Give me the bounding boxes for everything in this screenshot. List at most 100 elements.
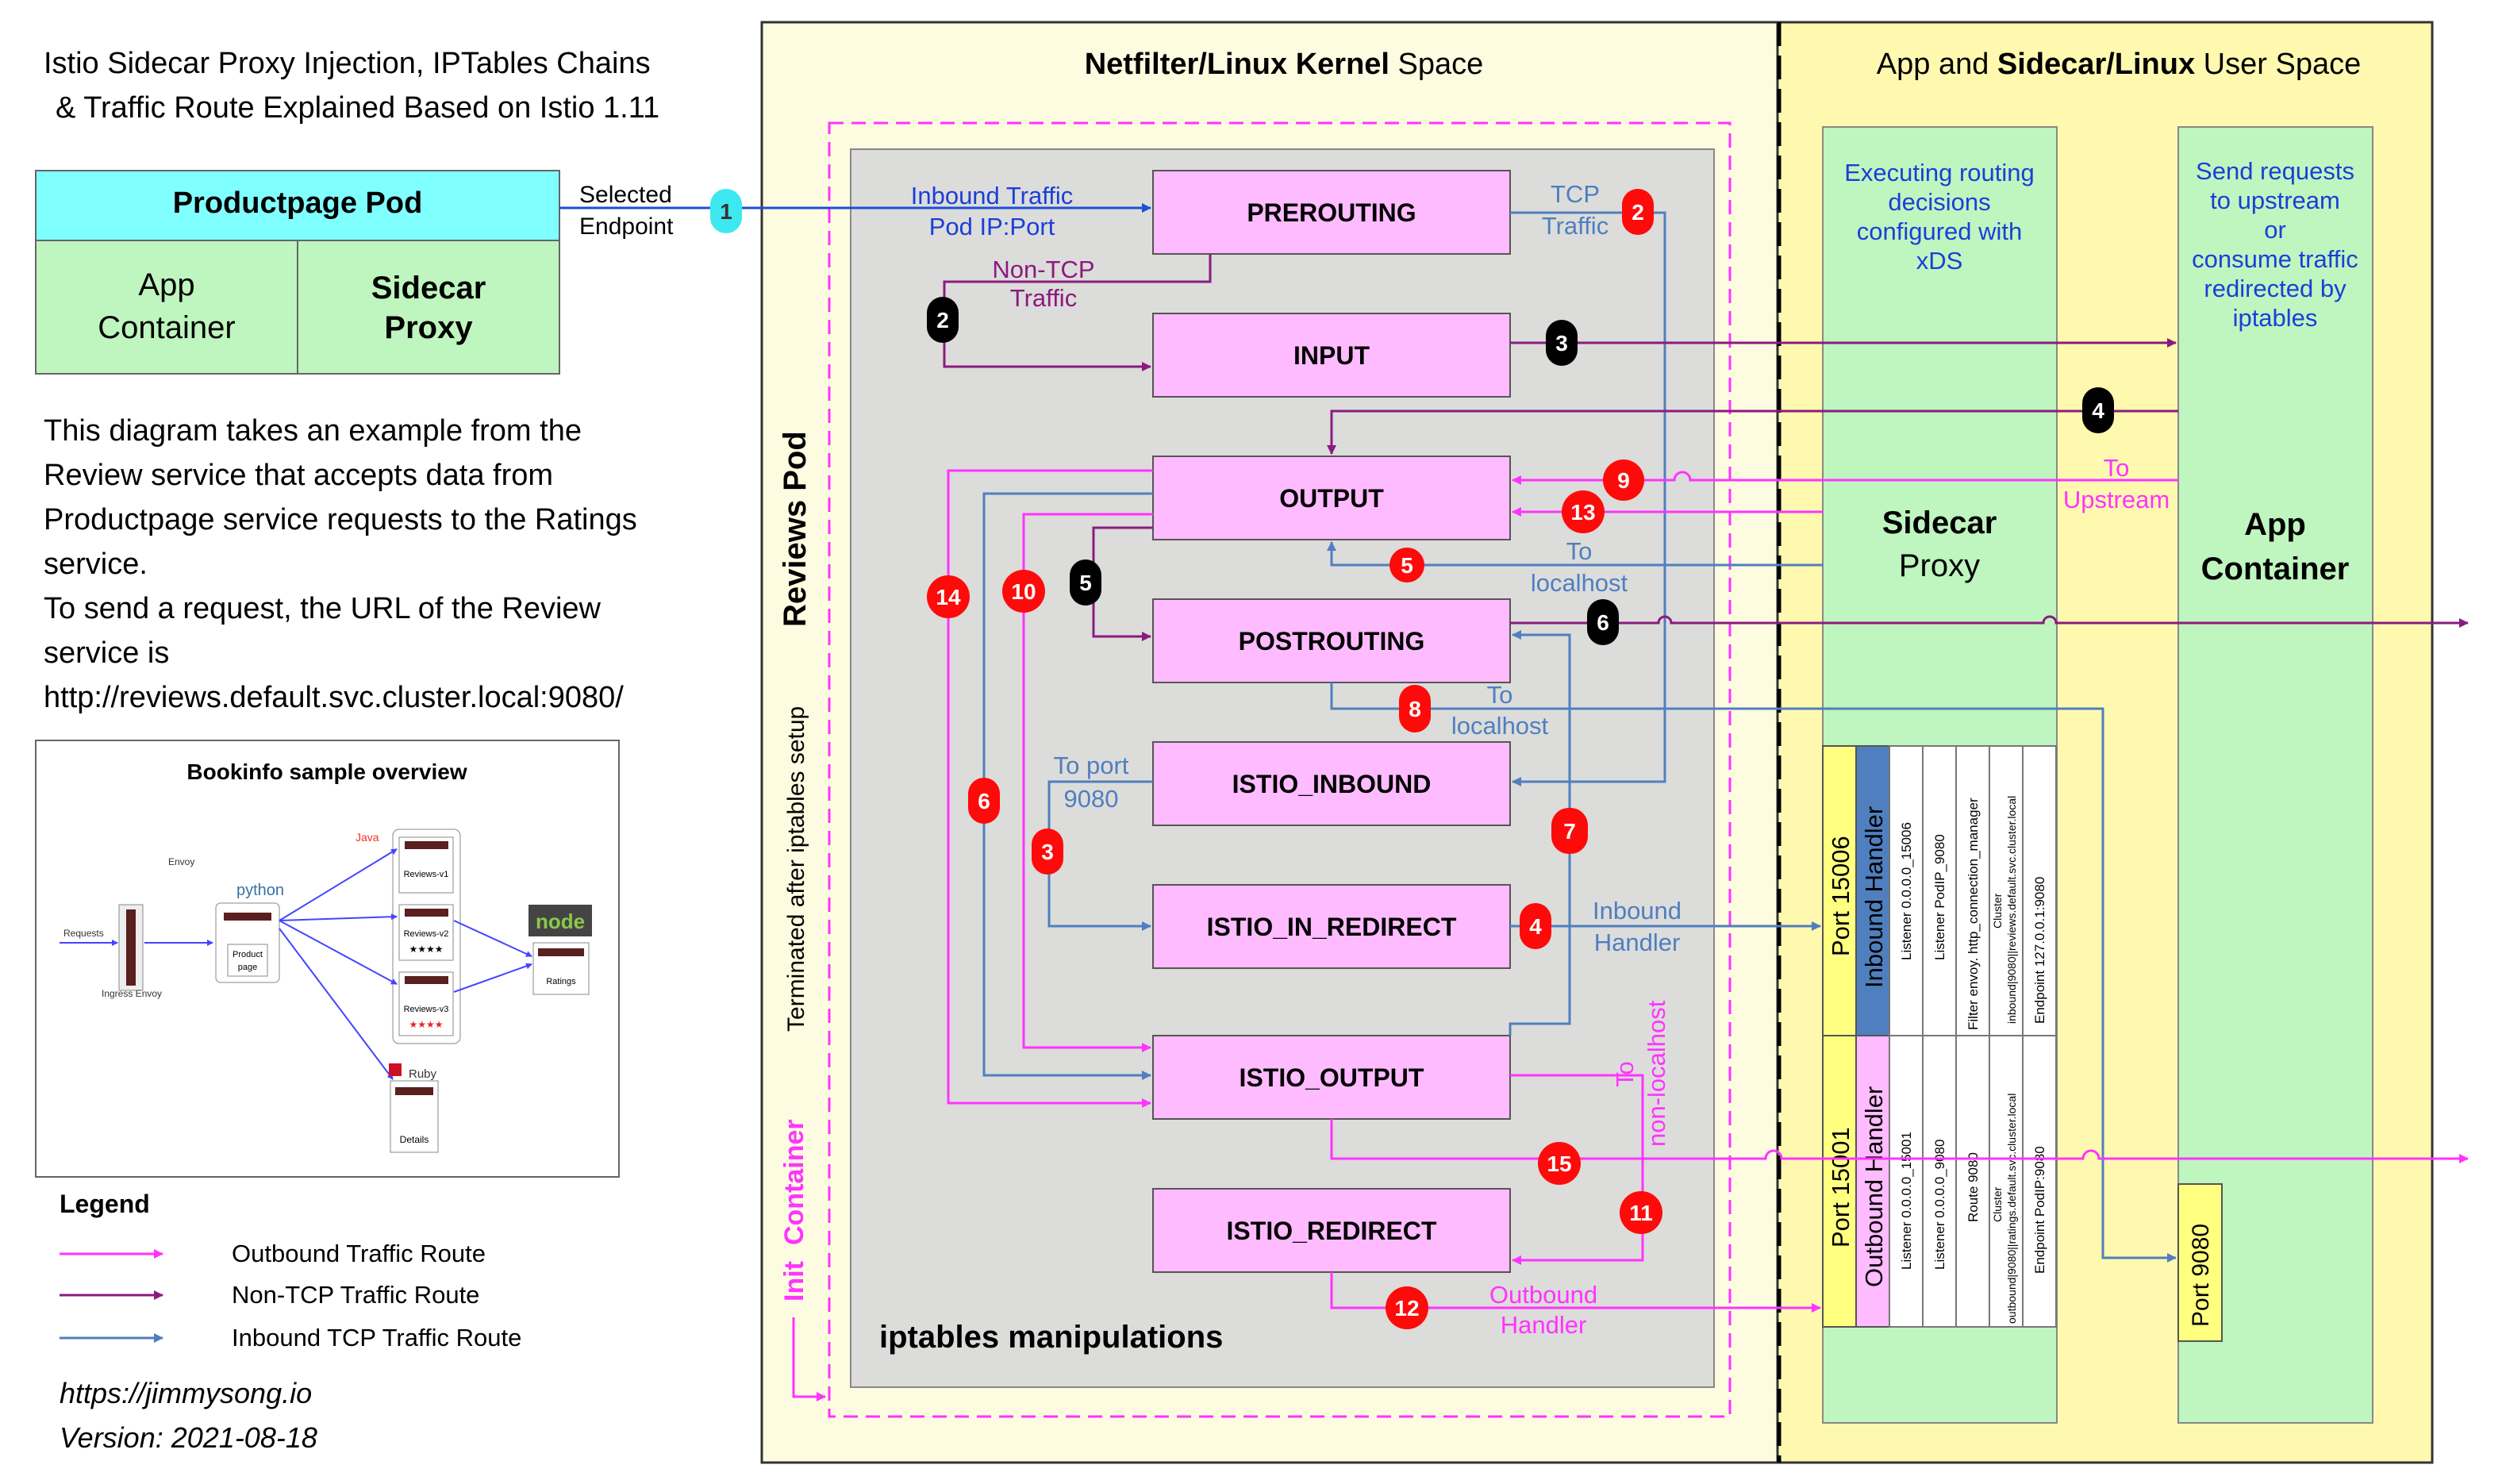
chain-input-label: INPUT <box>1293 341 1370 370</box>
badge-10-label: 10 <box>1011 579 1036 604</box>
chain-istio-inbound-label: ISTIO_INBOUND <box>1232 770 1432 798</box>
app-container-title-1: App <box>2244 507 2306 542</box>
product-label: Product <box>233 950 263 959</box>
terminated-label: Terminated after iptables setup <box>783 706 809 1032</box>
badge-5-black-label: 5 <box>1079 571 1092 595</box>
outbound-handler: Port 15001 Outbound Handler Listener 0.0… <box>1822 1035 2057 1328</box>
user-space-title: App and Sidecar/Linux User Space <box>1877 48 2361 81</box>
route-sidecar-to-output-localhost <box>1327 541 1823 567</box>
route-output-to-istio-output-outer <box>947 469 1153 1108</box>
inbound-handler-name: Inbound Handler <box>1860 806 1888 988</box>
sidecar-proxy-line1: Sidecar <box>371 271 486 306</box>
app-desc-line: consume traffic <box>2192 245 2358 273</box>
inbound-cluster-label: Cluster <box>1991 893 2004 928</box>
label-tcp: TCP <box>1551 180 1600 208</box>
label-to-upstream-2: Upstream <box>2063 486 2170 513</box>
chain-output-label: OUTPUT <box>1279 484 1384 513</box>
app-desc-line: to upstream <box>2210 186 2340 214</box>
label-outbound-handler-2: Handler <box>1501 1311 1587 1339</box>
inbound-listener-2: Listener PodIP_9080 <box>1932 834 1947 960</box>
legend-non-tcp: Non-TCP Traffic Route <box>232 1281 479 1309</box>
sidecar-desc-line: xDS <box>1916 247 1963 275</box>
selected-endpoint-line1: Selected <box>579 182 672 208</box>
badge-2-black-label: 2 <box>936 308 949 333</box>
label-to-localhost-8: localhost <box>1451 712 1549 740</box>
app-container-line1: App <box>138 267 194 302</box>
java-logo: Java <box>356 831 379 844</box>
badge-3-red-label: 3 <box>1041 840 1054 864</box>
badge-13-label: 13 <box>1570 500 1595 525</box>
chain-prerouting-label: PREROUTING <box>1247 198 1416 227</box>
label-outbound-handler-1: Outbound <box>1489 1281 1597 1309</box>
badge-6-black-label: 6 <box>1597 610 1609 635</box>
requests-label: Requests <box>63 928 104 939</box>
step-badges: 1 2 2 3 3 4 4 5 5 6 6 7 8 9 10 11 12 <box>710 189 2114 1329</box>
label-to-port: To port <box>1054 752 1129 779</box>
chain-prerouting <box>1152 170 1511 255</box>
legend: Legend Outbound Traffic Route Non-TCP Tr… <box>60 1190 521 1351</box>
chain-istio-in-redirect-label: ISTIO_IN_REDIRECT <box>1207 913 1457 941</box>
badge-11-label: 11 <box>1629 1201 1653 1225</box>
inbound-handler: Port 15006 Inbound Handler Listener 0.0.… <box>1822 745 2057 1036</box>
edge-labels: Inbound Traffic Pod IP:Port Non-TCP Traf… <box>911 180 2170 1339</box>
badge-4-black-label: 4 <box>2092 398 2104 423</box>
description-line: This diagram takes an example from the <box>44 414 582 448</box>
route-app-to-output <box>1327 409 2178 455</box>
route-postrouting-out <box>1510 615 2469 628</box>
reviews-pod-label: Reviews Pod <box>778 431 813 627</box>
badge-1-label: 1 <box>720 199 732 224</box>
legend-title: Legend <box>60 1190 150 1218</box>
app-desc-line: iptables <box>2233 304 2318 332</box>
sidecar-proxy-title-1: Sidecar <box>1882 506 1997 540</box>
outbound-listener-1: Listener 0.0.0.0_15001 <box>1899 1132 1914 1270</box>
inbound-cluster: inbound|9080||reviews.default.svc.cluste… <box>2005 796 2018 1024</box>
badge-5-red-label: 5 <box>1401 553 1413 578</box>
label-inbound-handler-1: Inbound <box>1593 897 1682 925</box>
sidecar-proxy-title-2: Proxy <box>1899 548 1980 583</box>
page-label: page <box>238 963 257 972</box>
outbound-handler-name: Outbound Handler <box>1860 1086 1888 1287</box>
route-non-tcp-to-input <box>943 254 1212 371</box>
title-line-2: & Traffic Route Explained Based on Istio… <box>56 91 659 125</box>
reviews-v3-label: Reviews-v3 <box>404 1005 449 1014</box>
app-desc-line: Send requests <box>2196 157 2354 185</box>
description-line: service is <box>44 636 169 670</box>
iptables-label: iptables manipulations <box>879 1320 1223 1355</box>
init-container-label: InitContainer <box>779 1119 809 1301</box>
reviews-v2-stars: ★★★★ <box>409 944 443 955</box>
badge-3-black-label: 3 <box>1555 331 1568 356</box>
envoy-label: Envoy <box>168 856 194 867</box>
badge-8-label: 8 <box>1409 697 1421 721</box>
route-output-to-istio-output-inner <box>1022 513 1153 1052</box>
label-non-tcp: Non-TCP <box>992 256 1094 283</box>
badge-15-label: 15 <box>1547 1151 1571 1176</box>
chain-istio-inbound <box>1152 741 1511 826</box>
page-title: Istio Sidecar Proxy Injection, IPTables … <box>44 47 659 125</box>
chain-istio-output <box>1152 1035 1511 1120</box>
description: This diagram takes an example from the R… <box>44 414 637 714</box>
node-logo: node <box>536 909 585 933</box>
chain-istio-redirect <box>1152 1188 1511 1273</box>
chain-istio-in-redirect <box>1152 884 1511 969</box>
inbound-listener-1: Listener 0.0.0.0_15006 <box>1899 822 1914 960</box>
label-tcp-traffic: Traffic <box>1542 212 1609 240</box>
details-label: Details <box>400 1134 429 1145</box>
route-istio-redirect-to-outbound-handler <box>1330 1272 1821 1313</box>
reviews-v2-label: Reviews-v2 <box>404 929 449 939</box>
inbound-endpoint: Endpoint 127.0.0.1:9080 <box>2032 877 2047 1024</box>
label-inbound-traffic: Inbound Traffic <box>911 182 1074 210</box>
label-to-localhost-5: localhost <box>1531 569 1628 597</box>
badge-2-red-label: 2 <box>1632 200 1644 225</box>
productpage-pod: Productpage Pod App Container Sidecar Pr… <box>35 170 674 375</box>
label-to-non-localhost-to: To <box>1611 1061 1639 1087</box>
outbound-listener-2: Listener 0.0.0.0_9080 <box>1932 1140 1947 1270</box>
label-pod-ip-port: Pod IP:Port <box>929 213 1055 240</box>
sidecar-desc-line: decisions <box>1888 188 1990 216</box>
chain-postrouting <box>1152 598 1511 683</box>
chain-postrouting-label: POSTROUTING <box>1239 627 1425 655</box>
app-container-line2: Container <box>98 310 235 345</box>
description-url: http://reviews.default.svc.cluster.local… <box>44 681 624 714</box>
selected-endpoint-line2: Endpoint <box>579 213 674 240</box>
badge-12-label: 12 <box>1394 1296 1419 1321</box>
